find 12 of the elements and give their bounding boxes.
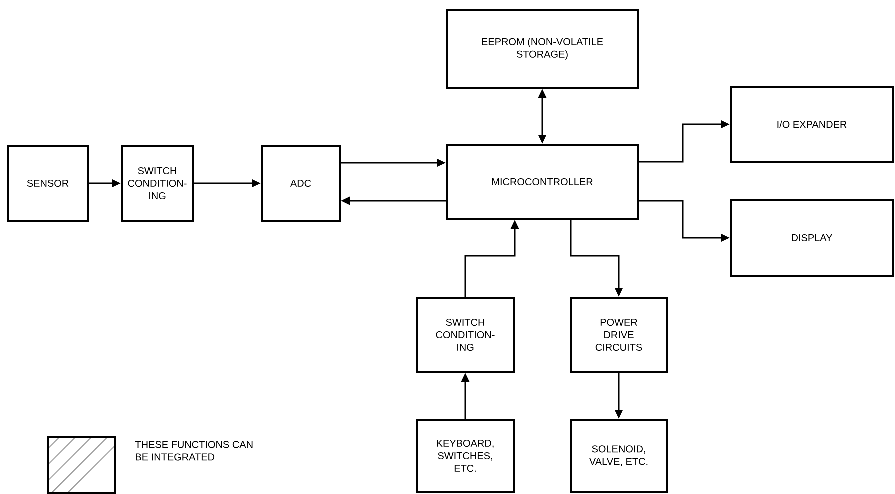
process-box: KEYBOARD, SWITCHES, ETC. [416, 419, 515, 493]
hatched-box: EEPROM (NON-VOLATILE STORAGE) [446, 9, 639, 89]
legend-text: THESE FUNCTIONS CAN BE INTEGRATED [135, 441, 253, 461]
process-box: SWITCH CONDITION-ING [121, 145, 194, 222]
process-box: SENSOR [7, 145, 89, 222]
hatched-box: ADC [261, 145, 341, 222]
hatched-box: SWITCH CONDITION-ING [416, 297, 515, 373]
process-box: POWER DRIVE CIRCUITS [570, 297, 668, 373]
process-box: SOLENOID, VALVE, ETC. [570, 419, 668, 493]
hatched-box: I/O EXPANDER [730, 86, 894, 163]
process-box: MICROCONTROLLER [446, 144, 639, 220]
process-box: DISPLAY [730, 199, 894, 277]
